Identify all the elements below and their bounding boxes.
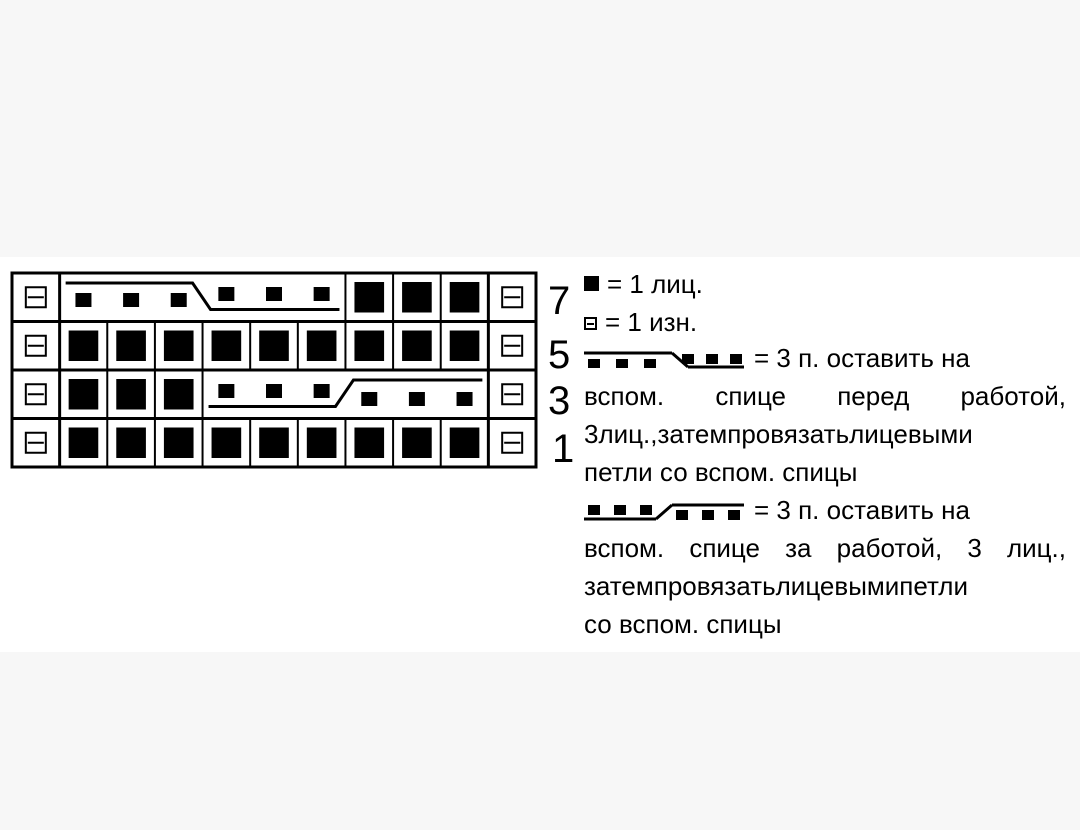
knit-stitch: [68, 379, 99, 410]
legend-cable-back-2: вспом. спице за работой, 3 лиц.,: [584, 533, 1066, 563]
knit-symbol-icon: [584, 276, 599, 291]
knit-stitch: [116, 379, 146, 410]
knit-stitch: [163, 330, 194, 361]
cable-stitch: [313, 384, 330, 398]
row-number-7: 7: [548, 279, 571, 323]
cable-stitch: [456, 392, 473, 406]
knit-stitch: [402, 330, 432, 361]
knit-stitch: [306, 330, 337, 361]
legend-cable-back-text-1: = 3 п. оставить на: [754, 495, 970, 525]
cable-back-icon: [584, 503, 744, 521]
knit-stitch: [211, 330, 242, 361]
knit-stitch: [402, 427, 432, 458]
knit-stitch: [449, 427, 480, 458]
legend-purl-text: = 1 изн.: [605, 307, 698, 337]
legend-knit: = 1 лиц.: [584, 265, 1066, 303]
legend-knit-text: = 1 лиц.: [607, 269, 703, 299]
cable-stitch: [408, 392, 425, 406]
knit-stitch: [68, 330, 99, 361]
legend-cable-front-text-1: = 3 п. оставить на: [754, 343, 970, 373]
knit-stitch: [116, 427, 146, 458]
cable-stitch: [218, 287, 235, 301]
knit-stitch: [211, 427, 242, 458]
legend-cable-back-4: со вспом. спицы: [584, 609, 782, 639]
cable-stitch: [75, 293, 92, 307]
knit-stitch: [163, 379, 194, 410]
chart-area: 7 5 3 1 = 1 лиц. = 1 изн. = 3 п. оставит…: [0, 257, 1080, 652]
row-number-1: 1: [552, 427, 575, 471]
cable-stitch: [266, 287, 282, 301]
knit-stitch: [354, 330, 385, 361]
cable-stitch: [170, 293, 187, 307]
knit-stitch: [449, 330, 480, 361]
legend-cable-front: = 3 п. оставить на: [584, 339, 1066, 377]
legend-cable-front-3: 3лиц.,затемпровязатьлицевыми: [584, 419, 973, 449]
knit-stitch: [306, 427, 337, 458]
knit-stitch: [259, 330, 289, 361]
purl-symbol-icon: [584, 317, 597, 330]
cable-stitch: [313, 287, 330, 301]
legend-cable-back: = 3 п. оставить на: [584, 491, 1066, 529]
row-number-3: 3: [548, 379, 571, 423]
cable-stitch: [361, 392, 378, 406]
knit-stitch: [163, 427, 194, 458]
cable-line: [208, 378, 483, 408]
knit-stitch: [354, 282, 385, 313]
cable-stitch: [218, 384, 235, 398]
legend-cable-front-4: петли со вспом. спицы: [584, 457, 858, 487]
cable-front-icon: [584, 351, 744, 369]
legend-purl: = 1 изн.: [584, 303, 1066, 341]
cable-line: [65, 281, 340, 311]
knit-chart: [10, 271, 538, 469]
legend-cable-back-3: затемпровязатьлицевымипетли: [584, 571, 968, 601]
cable-stitch: [123, 293, 140, 307]
knit-stitch: [116, 330, 146, 361]
legend-cable-front-2: вспом. спице перед работой,: [584, 381, 1066, 411]
knit-stitch: [402, 282, 432, 313]
knit-stitch: [259, 427, 289, 458]
knit-stitch: [68, 427, 99, 458]
row-number-5: 5: [548, 333, 571, 377]
cable-stitch: [266, 384, 282, 398]
knit-stitch: [449, 282, 480, 313]
knit-stitch: [354, 427, 385, 458]
